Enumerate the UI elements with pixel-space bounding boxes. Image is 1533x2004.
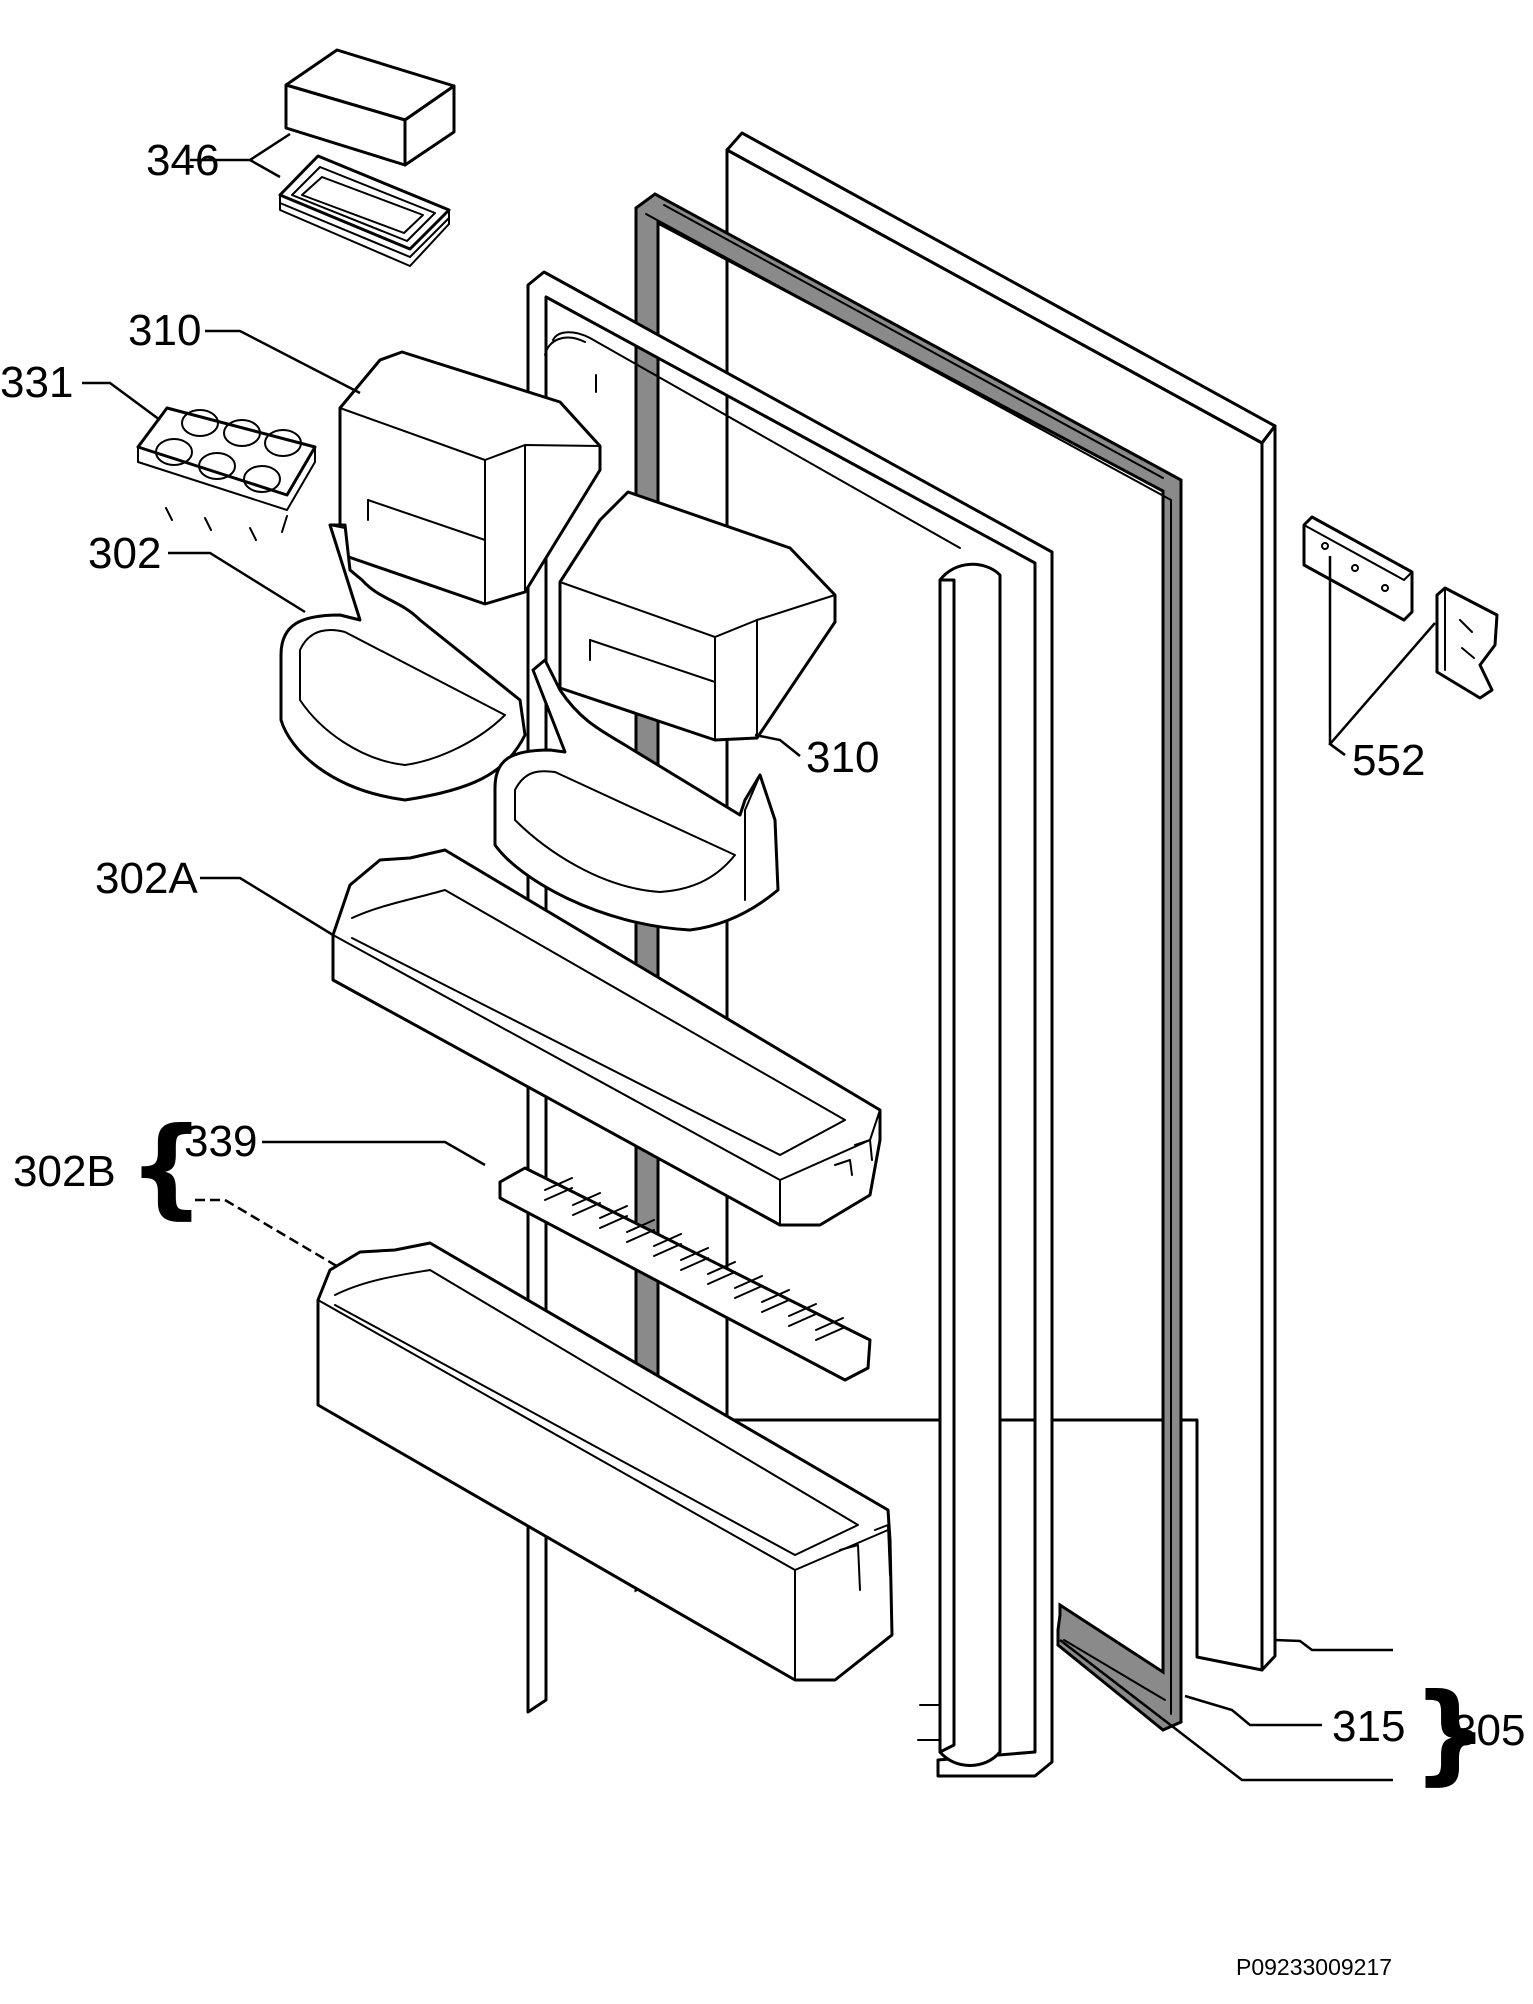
- label-552: 552: [1352, 736, 1425, 785]
- label-302: 302: [88, 529, 161, 578]
- brace-305: }: [1412, 1671, 1489, 1796]
- leader-lines: [82, 132, 1436, 1782]
- egg-cups: [155, 409, 302, 541]
- part-331-egg-tray: [136, 406, 317, 541]
- label-315: 315: [1332, 1702, 1405, 1751]
- label-302b: 302B: [13, 1147, 116, 1196]
- brace-302b: {: [128, 1105, 205, 1230]
- part-302-bucket-right: [493, 658, 780, 932]
- footer-code: P09233009217: [1236, 1954, 1392, 1980]
- part-552-hinge-bracket: [1435, 586, 1499, 700]
- part-310-box-left: [338, 350, 602, 606]
- part-302a-shelf: [331, 848, 882, 1227]
- part-346-tray: [278, 154, 451, 267]
- door-inner-liner: [526, 270, 1054, 1778]
- label-331: 331: [0, 358, 73, 407]
- label-302a: 302A: [95, 854, 198, 903]
- label-339: 339: [184, 1117, 257, 1166]
- label-310-bottom: 310: [806, 733, 879, 782]
- part-346-box: [284, 48, 456, 167]
- label-346: 346: [146, 136, 219, 185]
- label-305: 305: [1452, 1706, 1525, 1755]
- label-310-top: 310: [128, 306, 201, 355]
- part-310-box-right: [558, 490, 837, 742]
- part-302-bucket-left: [279, 523, 527, 802]
- rack-teeth: [544, 1177, 844, 1341]
- part-302b-shelf: [316, 1241, 894, 1682]
- door-front-strip: [917, 562, 1002, 1767]
- part-552-hinge-plate: [1302, 515, 1414, 622]
- part-339-rack: [498, 1166, 872, 1382]
